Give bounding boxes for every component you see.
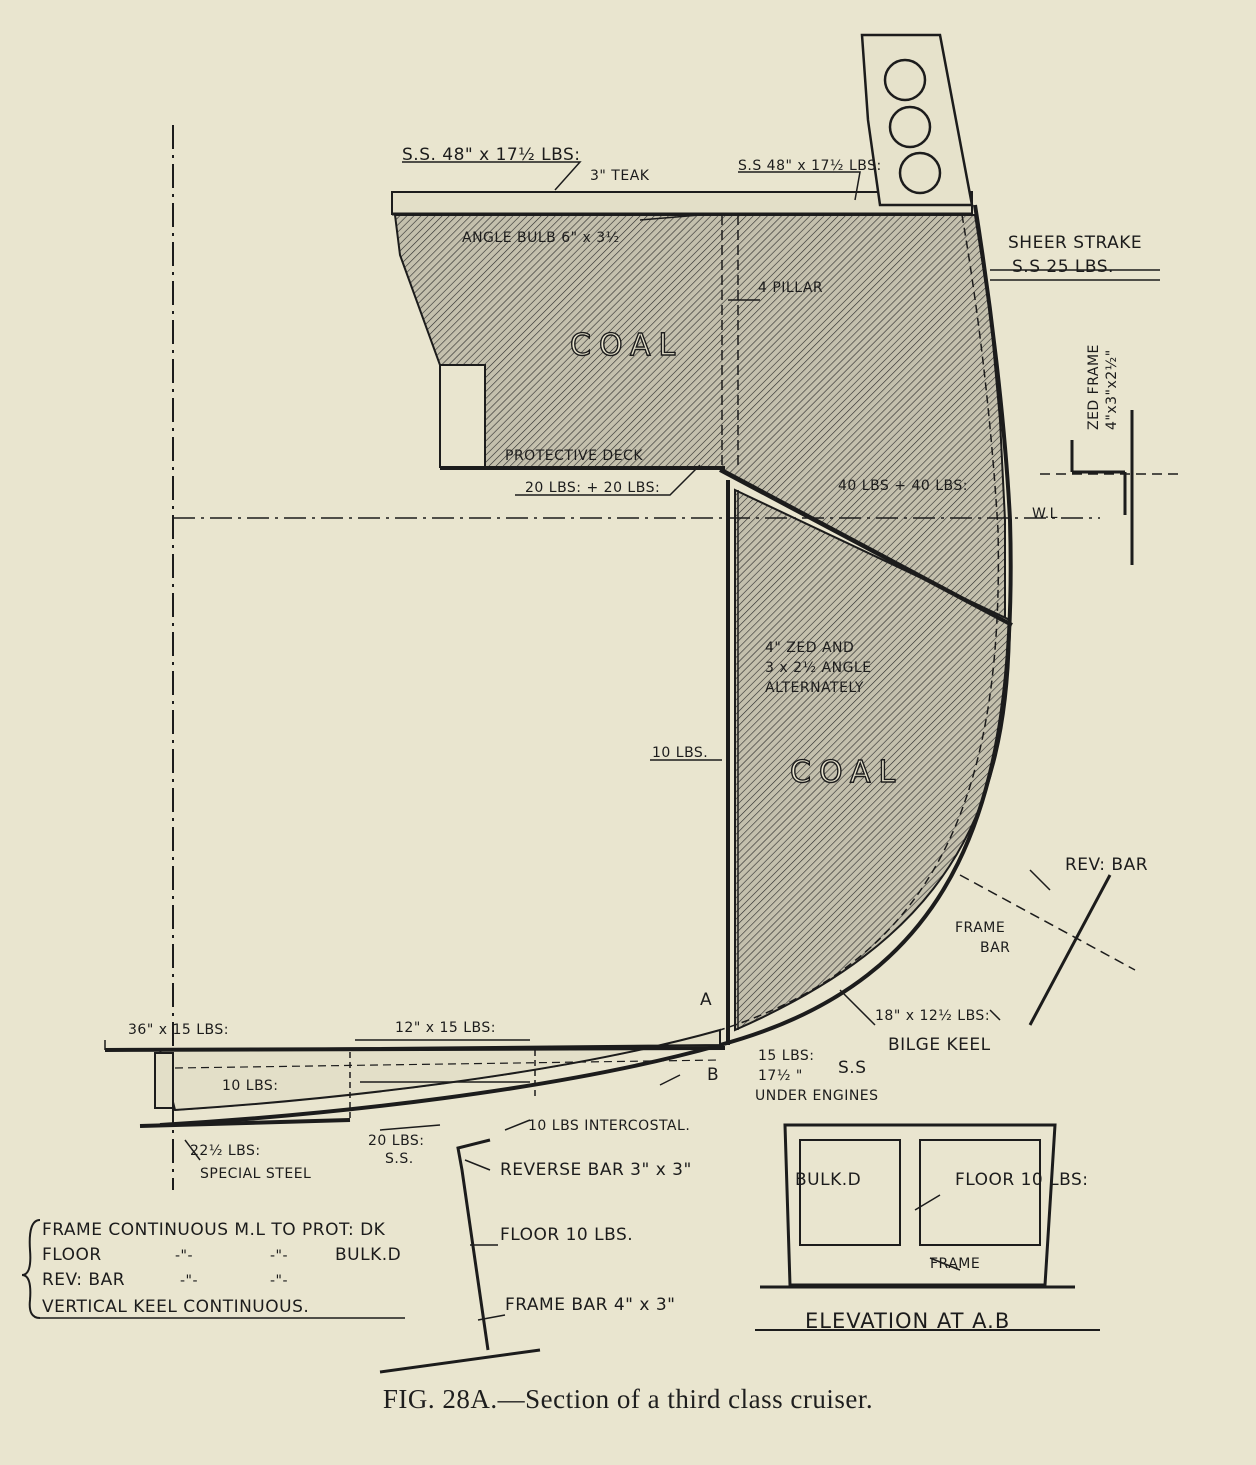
label-zed-frame-1: ZED FRAME [1086, 344, 1102, 430]
label-coal-upper: COAL [570, 328, 683, 363]
label-zed-frame-2: 4"x3"x2½" [1104, 349, 1120, 430]
label-reverse-bar: REVERSE BAR 3" x 3" [500, 1160, 692, 1180]
label-teak: 3" TEAK [590, 168, 650, 184]
label-under-engines: UNDER ENGINES [755, 1088, 879, 1104]
label-ss-under-3: S.S [838, 1058, 867, 1078]
label-point-b: B [707, 1065, 719, 1085]
label-rev-bar: REV: BAR [1065, 855, 1148, 875]
bulwark [860, 33, 974, 207]
figure-caption: FIG. 28A.—Section of a third class cruis… [382, 1384, 874, 1414]
label-keel-plate: 36" x 15 LBS: [128, 1022, 229, 1038]
legend-line-4: VERTICAL KEEL CONTINUOUS. [42, 1297, 309, 1317]
zed-frame-detail [1070, 410, 1134, 565]
label-coal-lower: COAL [790, 755, 903, 790]
legend-line-1: FRAME CONTINUOUS M.L TO PROT: DK [42, 1220, 386, 1240]
label-bilge-keel: BILGE KEEL [888, 1035, 991, 1055]
label-frame-bar-43: FRAME BAR 4" x 3" [505, 1295, 676, 1315]
floor-detail [379, 1138, 541, 1374]
label-ss-right: S.S 48" x 17½ LBS: [738, 158, 882, 174]
legend-ditto-2: -"- [270, 1248, 288, 1264]
label-deck-plating: 20 LBS: + 20 LBS: [525, 480, 660, 496]
label-floor-10: FLOOR 10 LBS. [500, 1225, 633, 1245]
label-bulkhead-weight: 10 LBS. [652, 745, 708, 761]
legend-ditto-1: -"- [175, 1248, 193, 1264]
label-zed-angle-2: 3 x 2½ ANGLE [765, 660, 872, 676]
label-ss-under-2: 17½ " [758, 1068, 803, 1084]
label-frame-bar-1: FRAME [955, 920, 1005, 936]
legend-line-2-bulk: BULK.D [335, 1245, 401, 1265]
frame-detail-dash [959, 874, 1136, 971]
label-pillar: 4 PILLAR [758, 280, 823, 296]
label-zed-angle-1: 4" ZED AND [765, 640, 854, 656]
legend-ditto-4: -"- [270, 1273, 288, 1289]
label-slope-plating: 40 LBS + 40 LBS: [838, 478, 968, 494]
label-floor-weight: 10 LBS: [222, 1078, 279, 1094]
legend-line-3: REV: BAR [42, 1270, 125, 1290]
inner-bottom-plate [104, 1046, 726, 1052]
label-zed-angle-3: ALTERNATELY [765, 680, 864, 696]
label-girder: 12" x 15 LBS: [395, 1020, 496, 1036]
legend-line-2-floor: FLOOR [42, 1245, 102, 1265]
elevation-label-bulk: BULK.D [795, 1170, 861, 1190]
label-point-a: A [700, 990, 712, 1010]
label-sheer-strake-1: SHEER STRAKE [1008, 233, 1142, 253]
upper-coal-bunker [393, 214, 1006, 622]
label-ss-left: S.S. 48" x 17½ LBS: [402, 145, 580, 165]
ship-side-shell [159, 204, 1013, 1127]
label-ss-20-2: S.S. [385, 1151, 414, 1167]
port-hole-1 [883, 58, 927, 102]
elevation-inner [799, 1139, 1041, 1246]
port-hole-3 [898, 151, 942, 195]
label-bilge-size: 18" x 12½ LBS: [875, 1008, 990, 1024]
outer-bottom-plate [139, 1118, 351, 1128]
label-wl: W.L [1032, 506, 1058, 522]
leader-lines [104, 161, 1160, 1321]
vertical-keel [154, 1052, 174, 1109]
elevation-label-frame: FRAME [930, 1256, 980, 1272]
label-angle-bulb: ANGLE BULB 6" x 3½ [462, 230, 620, 246]
elevation-label-floor: FLOOR 10 LBS: [955, 1170, 1089, 1190]
label-frame-bar-2: BAR [980, 940, 1010, 956]
label-special-1: 22½ LBS: [190, 1143, 261, 1159]
protective-deck-slope [719, 468, 1013, 627]
label-special-2: SPECIAL STEEL [200, 1166, 311, 1182]
elevation-drawing [783, 1123, 1057, 1287]
label-sheer-strake-2: S.S 25 LBS. [1012, 257, 1114, 277]
legend-brace [21, 1219, 41, 1319]
elevation-title: ELEVATION AT A.B [805, 1309, 1010, 1333]
lower-coal-bunker [734, 488, 1012, 1032]
label-ss-under-1: 15 LBS: [758, 1048, 815, 1064]
port-hole-2 [888, 105, 932, 149]
label-ss-20-1: 20 LBS: [368, 1133, 425, 1149]
label-intercostal: 10 LBS INTERCOSTAL. [528, 1118, 690, 1134]
frame-bar-detail [1028, 874, 1112, 1026]
label-protective-deck: PROTECTIVE DECK [505, 448, 643, 464]
legend-ditto-3: -"- [180, 1273, 198, 1289]
